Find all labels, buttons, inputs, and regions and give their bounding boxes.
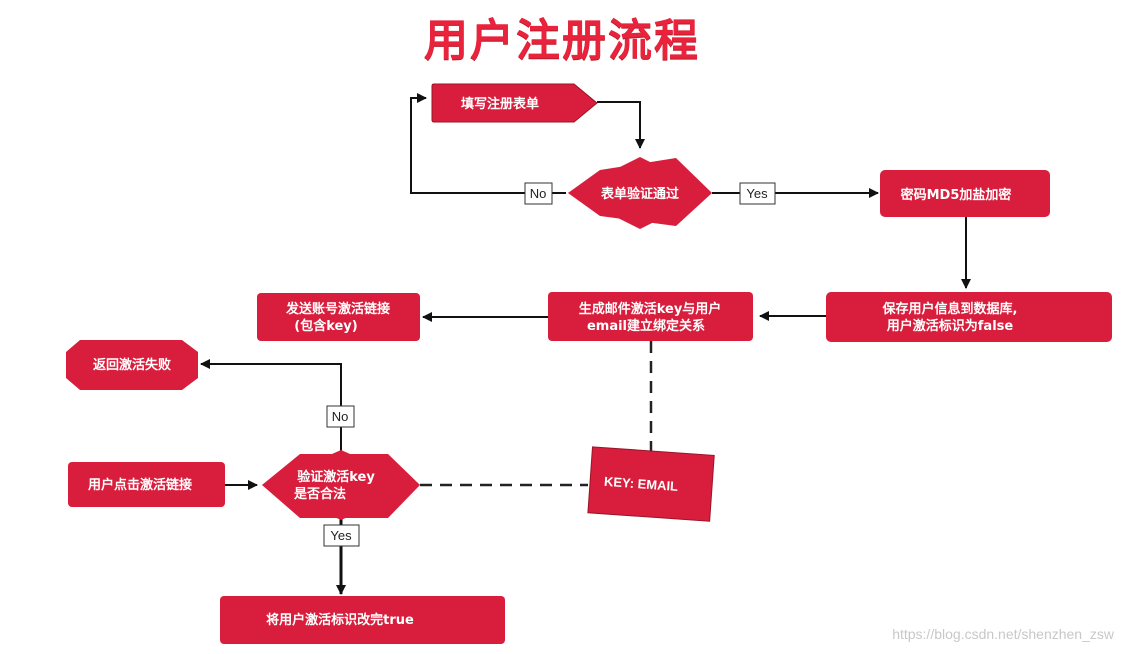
node-click-link-label: 用户点击激活链接 xyxy=(87,477,192,493)
node-md5-encrypt: 密码MD5加盐加密 xyxy=(880,170,1050,217)
node-gen-key-line1: 生成邮件激活key与用户 xyxy=(579,301,722,317)
node-check-key-line2: 是否合法 xyxy=(293,486,346,502)
node-send-link-line1: 发送账号激活链接 xyxy=(285,301,390,317)
node-gen-key: 生成邮件激活key与用户 email建立绑定关系 xyxy=(548,292,753,341)
node-set-true-label: 将用户激活标识改完true xyxy=(266,612,414,628)
node-set-true: 将用户激活标识改完true xyxy=(220,596,505,644)
node-send-link-line2: (包含key) xyxy=(294,318,357,334)
edge-label-check-no: No xyxy=(326,405,355,428)
node-fill-form-label: 填写注册表单 xyxy=(461,96,539,112)
node-md5-label: 密码MD5加盐加密 xyxy=(900,187,1012,203)
edge-label-validate-yes-text: Yes xyxy=(746,186,768,201)
edge-validate-no-loop xyxy=(410,93,566,194)
edge-check-no xyxy=(200,359,342,452)
node-send-link: 发送账号激活链接 (包含key) xyxy=(257,293,420,341)
node-check-key-line1: 验证激活key xyxy=(297,469,375,485)
edge-label-validate-no-text: No xyxy=(530,186,547,201)
edge-label-validate-no: No xyxy=(524,182,553,205)
node-save-user-line1: 保存用户信息到数据库, xyxy=(882,301,1018,317)
node-save-user: 保存用户信息到数据库, 用户激活标识为false xyxy=(826,292,1112,342)
node-gen-key-line2: email建立绑定关系 xyxy=(587,318,705,334)
edge-label-validate-yes: Yes xyxy=(739,182,776,205)
node-check-key: 验证激活key 是否合法 xyxy=(262,450,420,520)
edge-label-check-no-text: No xyxy=(332,409,349,424)
node-activate-fail-label: 返回激活失败 xyxy=(93,357,171,373)
edge-label-check-yes-text: Yes xyxy=(330,528,352,543)
edge-fill-to-validate xyxy=(597,101,645,149)
node-validate-form: 表单验证通过 xyxy=(568,157,712,229)
node-save-user-line2: 用户激活标识为false xyxy=(886,318,1014,334)
node-validate-form-label: 表单验证通过 xyxy=(600,186,679,202)
node-key-email: KEY: EMAIL xyxy=(587,446,715,522)
node-fill-form: 填写注册表单 xyxy=(431,83,598,123)
diagram-title: 用户注册流程 xyxy=(424,15,700,66)
node-click-link: 用户点击激活链接 xyxy=(68,462,225,507)
node-key-email-label: KEY: EMAIL xyxy=(604,474,679,494)
watermark-text: https://blog.csdn.net/shenzhen_zsw xyxy=(892,626,1114,642)
edge-label-check-yes: Yes xyxy=(323,524,360,547)
node-activate-fail: 返回激活失败 xyxy=(66,340,198,390)
